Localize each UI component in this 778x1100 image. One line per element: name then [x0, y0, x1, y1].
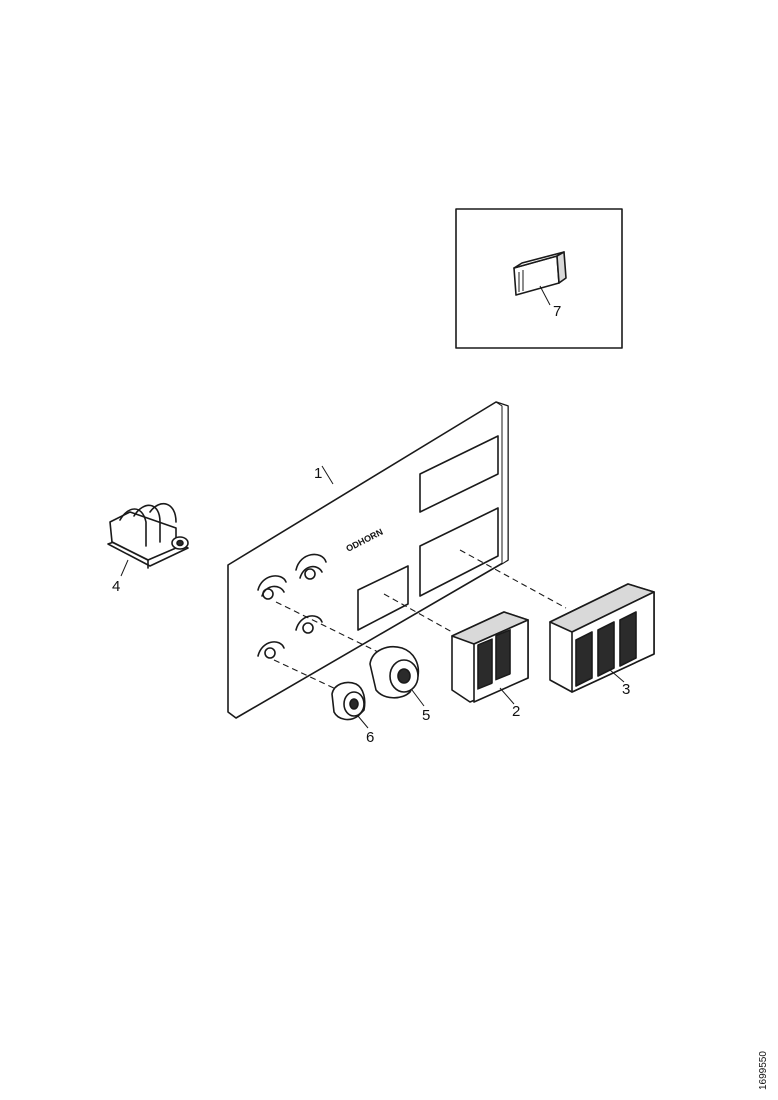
- knob-hole-4: [257, 641, 285, 659]
- label-part-3: 3: [622, 681, 630, 698]
- socket-icon: 4: [107, 502, 189, 595]
- label-part-4: 4: [112, 578, 120, 595]
- large-knob-icon: 5: [369, 646, 430, 724]
- knob-hole-3: [295, 615, 323, 634]
- label-part-6: 6: [366, 729, 374, 746]
- assembly-lines: [273, 549, 567, 691]
- knob-hole-1: [257, 575, 287, 600]
- small-knob-icon: 6: [331, 681, 374, 746]
- label-part-7: 7: [553, 303, 561, 320]
- double-switch-icon: 2: [451, 611, 529, 720]
- control-panel: ODHORN 1: [227, 401, 509, 719]
- document-id: 1699550: [758, 1051, 769, 1090]
- inset-box: 7: [455, 208, 623, 349]
- inset-switch-icon: [513, 251, 567, 306]
- triple-switch-icon: 3: [549, 583, 655, 698]
- label-part-2: 2: [512, 703, 520, 720]
- label-part-1: 1: [314, 465, 322, 482]
- label-part-5: 5: [422, 707, 430, 724]
- knob-hole-2: [295, 553, 327, 580]
